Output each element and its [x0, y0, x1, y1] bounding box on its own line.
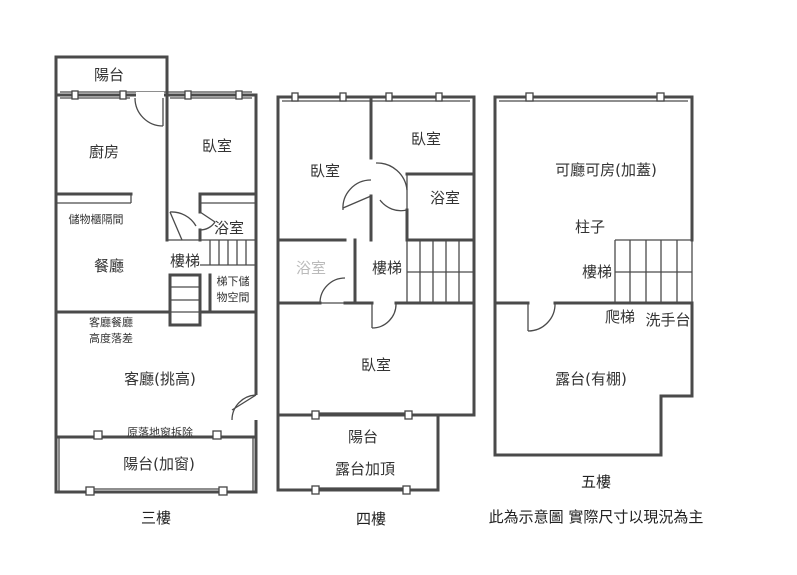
f3-stairs-label: 樓梯: [170, 252, 200, 270]
f3-kitchen-label: 廚房: [89, 143, 119, 161]
f3-bath-label: 浴室: [214, 219, 244, 237]
floor-3-labels: 陽台 廚房 臥室 儲物櫃隔間 浴室 餐廳 樓梯 梯下儲 物空間 客廳餐廳 高度落…: [69, 66, 250, 527]
f3-ceiling-line2: 高度落差: [89, 331, 133, 345]
f3-storage-label: 儲物櫃隔間: [69, 212, 124, 226]
f3-under-stair-line2: 物空間: [217, 290, 250, 304]
f4-terrace-roof-label: 露台加頂: [335, 460, 395, 478]
f4-bedroom-left-label: 臥室: [310, 162, 340, 180]
f5-multi-room-label: 可廳可房(加蓋): [555, 161, 657, 179]
f3-balcony-top-label: 陽台: [94, 66, 124, 84]
f3-window-note: 原落地窗拆除: [127, 425, 193, 439]
floor-4-windows: [282, 92, 470, 102]
f4-bath-right-label: 浴室: [430, 189, 460, 207]
f5-pillar-label: 柱子: [575, 218, 605, 236]
f5-caption: 五樓: [581, 473, 611, 491]
f3-living-label: 客廳(挑高): [124, 370, 196, 388]
f4-caption: 四樓: [356, 510, 386, 528]
f3-ceiling-line1: 客廳餐廳: [89, 315, 133, 329]
f4-balcony-label: 陽台: [348, 428, 378, 446]
f4-bedroom-right-label: 臥室: [411, 130, 441, 148]
floor-3-walls: [54, 55, 258, 496]
f3-caption: 三樓: [141, 509, 171, 527]
f3-bedroom-label: 臥室: [202, 137, 232, 155]
floor-4-doors: [319, 162, 408, 329]
f3-under-stair-line1: 梯下儲: [217, 275, 250, 288]
floor-5-labels: 可廳可房(加蓋) 柱子 樓梯 爬梯 洗手台 露台(有棚) 五樓: [555, 161, 690, 491]
f4-bath-left-label: 浴室: [296, 259, 326, 277]
f5-ladder-label: 爬梯: [605, 308, 635, 326]
f3-balcony-bottom-label: 陽台(加窗): [123, 455, 195, 473]
f3-dining-label: 餐廳: [94, 257, 124, 275]
floor-5-windows: [499, 92, 688, 102]
f4-stairs-label: 樓梯: [372, 259, 402, 277]
floor-5-walls: [493, 95, 694, 457]
disclaimer-text: 此為示意圖 實際尺寸以現況為主: [489, 508, 704, 526]
f5-stairs-label: 樓梯: [582, 263, 612, 281]
floor-3-windows: [60, 90, 252, 100]
f4-bedroom-main-label: 臥室: [361, 356, 391, 374]
floor-4-labels: 臥室 臥室 浴室 浴室 樓梯 臥室 陽台 露台加頂 四樓: [296, 130, 460, 528]
floor-3-doors: [134, 92, 260, 421]
f5-terrace-label: 露台(有棚): [555, 370, 627, 388]
f5-sink-label: 洗手台: [645, 311, 690, 329]
